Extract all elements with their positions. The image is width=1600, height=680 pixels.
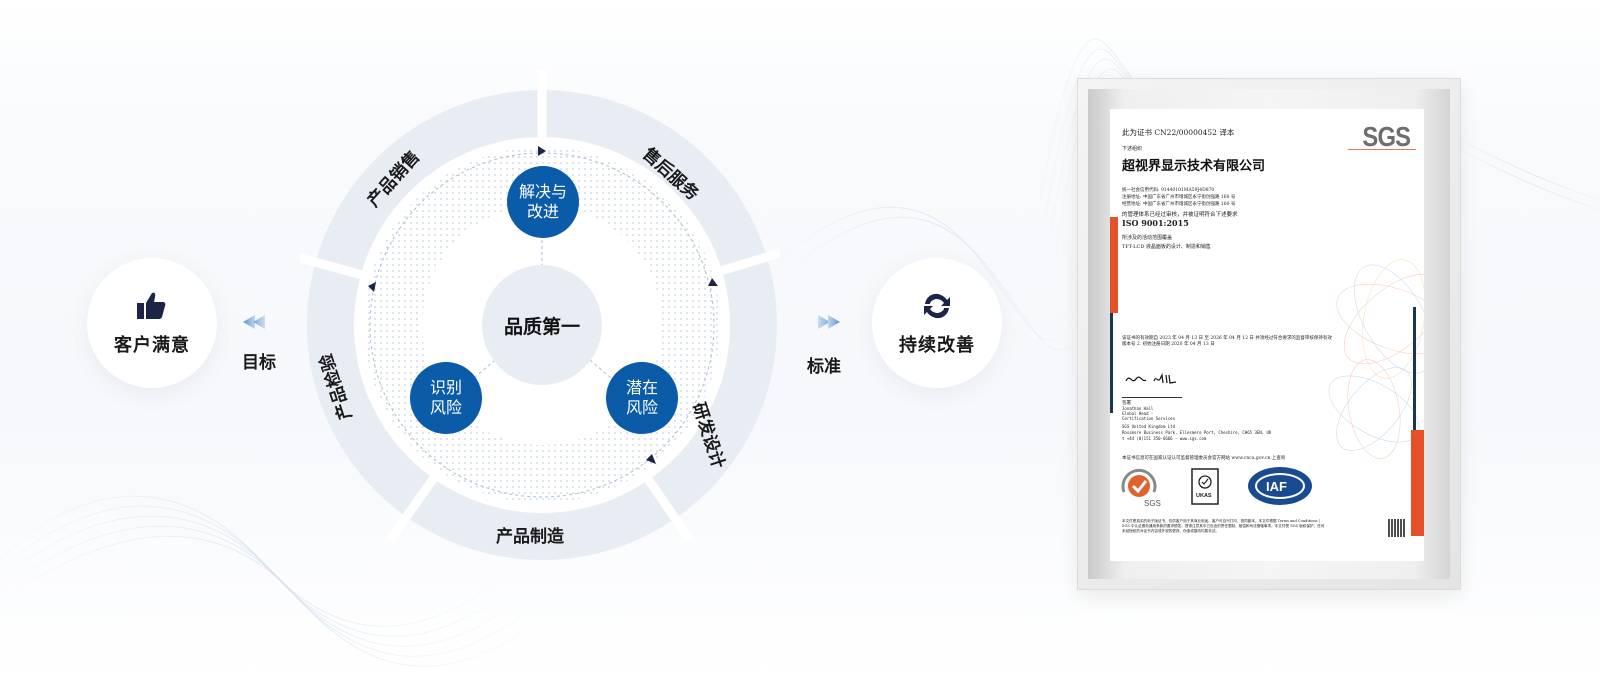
accent-bar-navy-left: [1110, 313, 1113, 413]
company-name: 超视界显示技术有限公司: [1122, 159, 1266, 174]
sgs-iso-mark: SGS: [1121, 469, 1161, 508]
customer-satisfaction-label: 客户满意: [114, 335, 190, 356]
ukas-mark: UKAS: [1191, 468, 1219, 505]
issuer-name: SGS United Kingdom Ltd: [1122, 424, 1175, 429]
certificate-frame[interactable]: SGS 此为证书 CN22/00000452 译本 下述组织 超视界显示技术有限…: [1077, 78, 1461, 590]
sgs-logo: SGS: [1362, 121, 1411, 152]
signature: [1125, 372, 1177, 384]
node-line: 识别: [429, 378, 462, 397]
svg-text:SGS: SGS: [1144, 499, 1161, 508]
customer-satisfaction-node: 客户满意: [87, 258, 217, 388]
node-line: 改进: [526, 202, 559, 221]
chevron-double-left-icon: [243, 315, 265, 329]
qr-code: [1388, 519, 1406, 537]
signer-name: Jonathan Hall: [1122, 406, 1154, 411]
arrow-marker: [538, 146, 546, 156]
node-resolve-improve: 解决与 改进: [507, 166, 579, 238]
continuous-improvement-node: 持续改善: [872, 258, 1002, 388]
quality-first-center: 品质第一: [482, 265, 602, 385]
accent-bar-orange-left: [1110, 217, 1118, 313]
issuer-contact: t +44 (0)151 350-6666 - www.sgs.com: [1122, 436, 1207, 441]
continuous-improvement-label: 持续改善: [899, 335, 975, 356]
ring-segment-manufacturing: 产品制造: [496, 527, 564, 547]
thumbs-up-icon: [137, 292, 166, 319]
conformity-statement: 的管理体系已经过审核，并被证明符合下述要求: [1122, 212, 1238, 218]
svg-text:IAF: IAF: [1266, 479, 1287, 494]
sign-title: 签署: [1122, 401, 1131, 406]
node-line: 风险: [429, 398, 462, 417]
goal-label: 目标: [242, 353, 276, 373]
node-line: 风险: [625, 398, 658, 417]
cert-number: 此为证书 CN22/00000452 译本: [1122, 128, 1235, 137]
sgs-logo-underline: [1348, 149, 1416, 150]
node-line: 潜在: [625, 378, 658, 397]
credit-code: 统一社会信用代码: 91440101MA59J4D870: [1122, 188, 1215, 193]
validity-period: 该证书的有效期自 2023 年 04 月 13 日 至 2026 年 04 月 …: [1122, 336, 1332, 341]
operating-address: 经营地址: 中国广东省广州市增城区永宁街创强路 160 号: [1122, 202, 1236, 207]
scope: TFT-LCD 液晶面板的设计、制造和销售: [1122, 244, 1211, 250]
chevron-double-right-icon: [818, 315, 840, 329]
accent-bar-navy-right: [1413, 307, 1416, 432]
footer-line-2: SGS 中认证服务通用条款的要求颁发。提请注意其中已包含的责任限制、赔偿和司法管…: [1122, 524, 1325, 528]
iso-certificate: SGS 此为证书 CN22/00000452 译本 下述组织 超视界显示技术有限…: [1110, 109, 1424, 561]
quality-cycle-diagram: 产品销售 售后服务 研发设计 产品制造 产品检验 品质第一 解决与 改进 识别 …: [300, 70, 780, 570]
svg-text:UKAS: UKAS: [1196, 493, 1212, 499]
signer-role1: Global Head -: [1122, 411, 1154, 416]
refresh-icon: [924, 293, 950, 319]
footer-line-1: 本文件是真实的电子版证书，仅供客户用于其商业用途。客户可自行打印、视同副本。本文…: [1122, 519, 1320, 523]
guilloche-pattern: [1328, 259, 1424, 459]
scope-intro: 所涉及的活动范围覆盖: [1122, 235, 1173, 241]
issuer-address: Rossmore Business Park, Ellesmere Port, …: [1122, 430, 1272, 435]
accreditation-logos: SGS UKAS IAF: [1121, 467, 1312, 508]
signature-line: [1122, 397, 1182, 398]
node-potential-risk: 潜在 风险: [606, 362, 678, 434]
node-line: 解决与: [518, 182, 567, 201]
accent-bar-orange-right: [1411, 430, 1424, 536]
iaf-mark: IAF: [1248, 467, 1312, 505]
version-line: 版本号 2. 初始注册日期 2020 年 04 月 13 日: [1122, 342, 1215, 347]
standard-label: 标准: [807, 357, 841, 377]
footer-line-3: 未经授权的对证书内容或外观的更改、伪造或篡改均属非法。: [1122, 529, 1220, 533]
signer-role2: Certification Services: [1122, 416, 1175, 421]
cnca-verification: 本证书信息可在国家认证认可监督管理委员会官方网站 www.cnca.gov.cn…: [1122, 456, 1286, 461]
org-intro: 下述组织: [1122, 146, 1143, 152]
iso-standard: ISO 9001:2015: [1122, 218, 1189, 228]
node-identify-risk: 识别 风险: [410, 362, 482, 434]
registered-address: 注册地址: 中国广东省广州市增城区永宁街创强路 160 号: [1122, 195, 1236, 200]
